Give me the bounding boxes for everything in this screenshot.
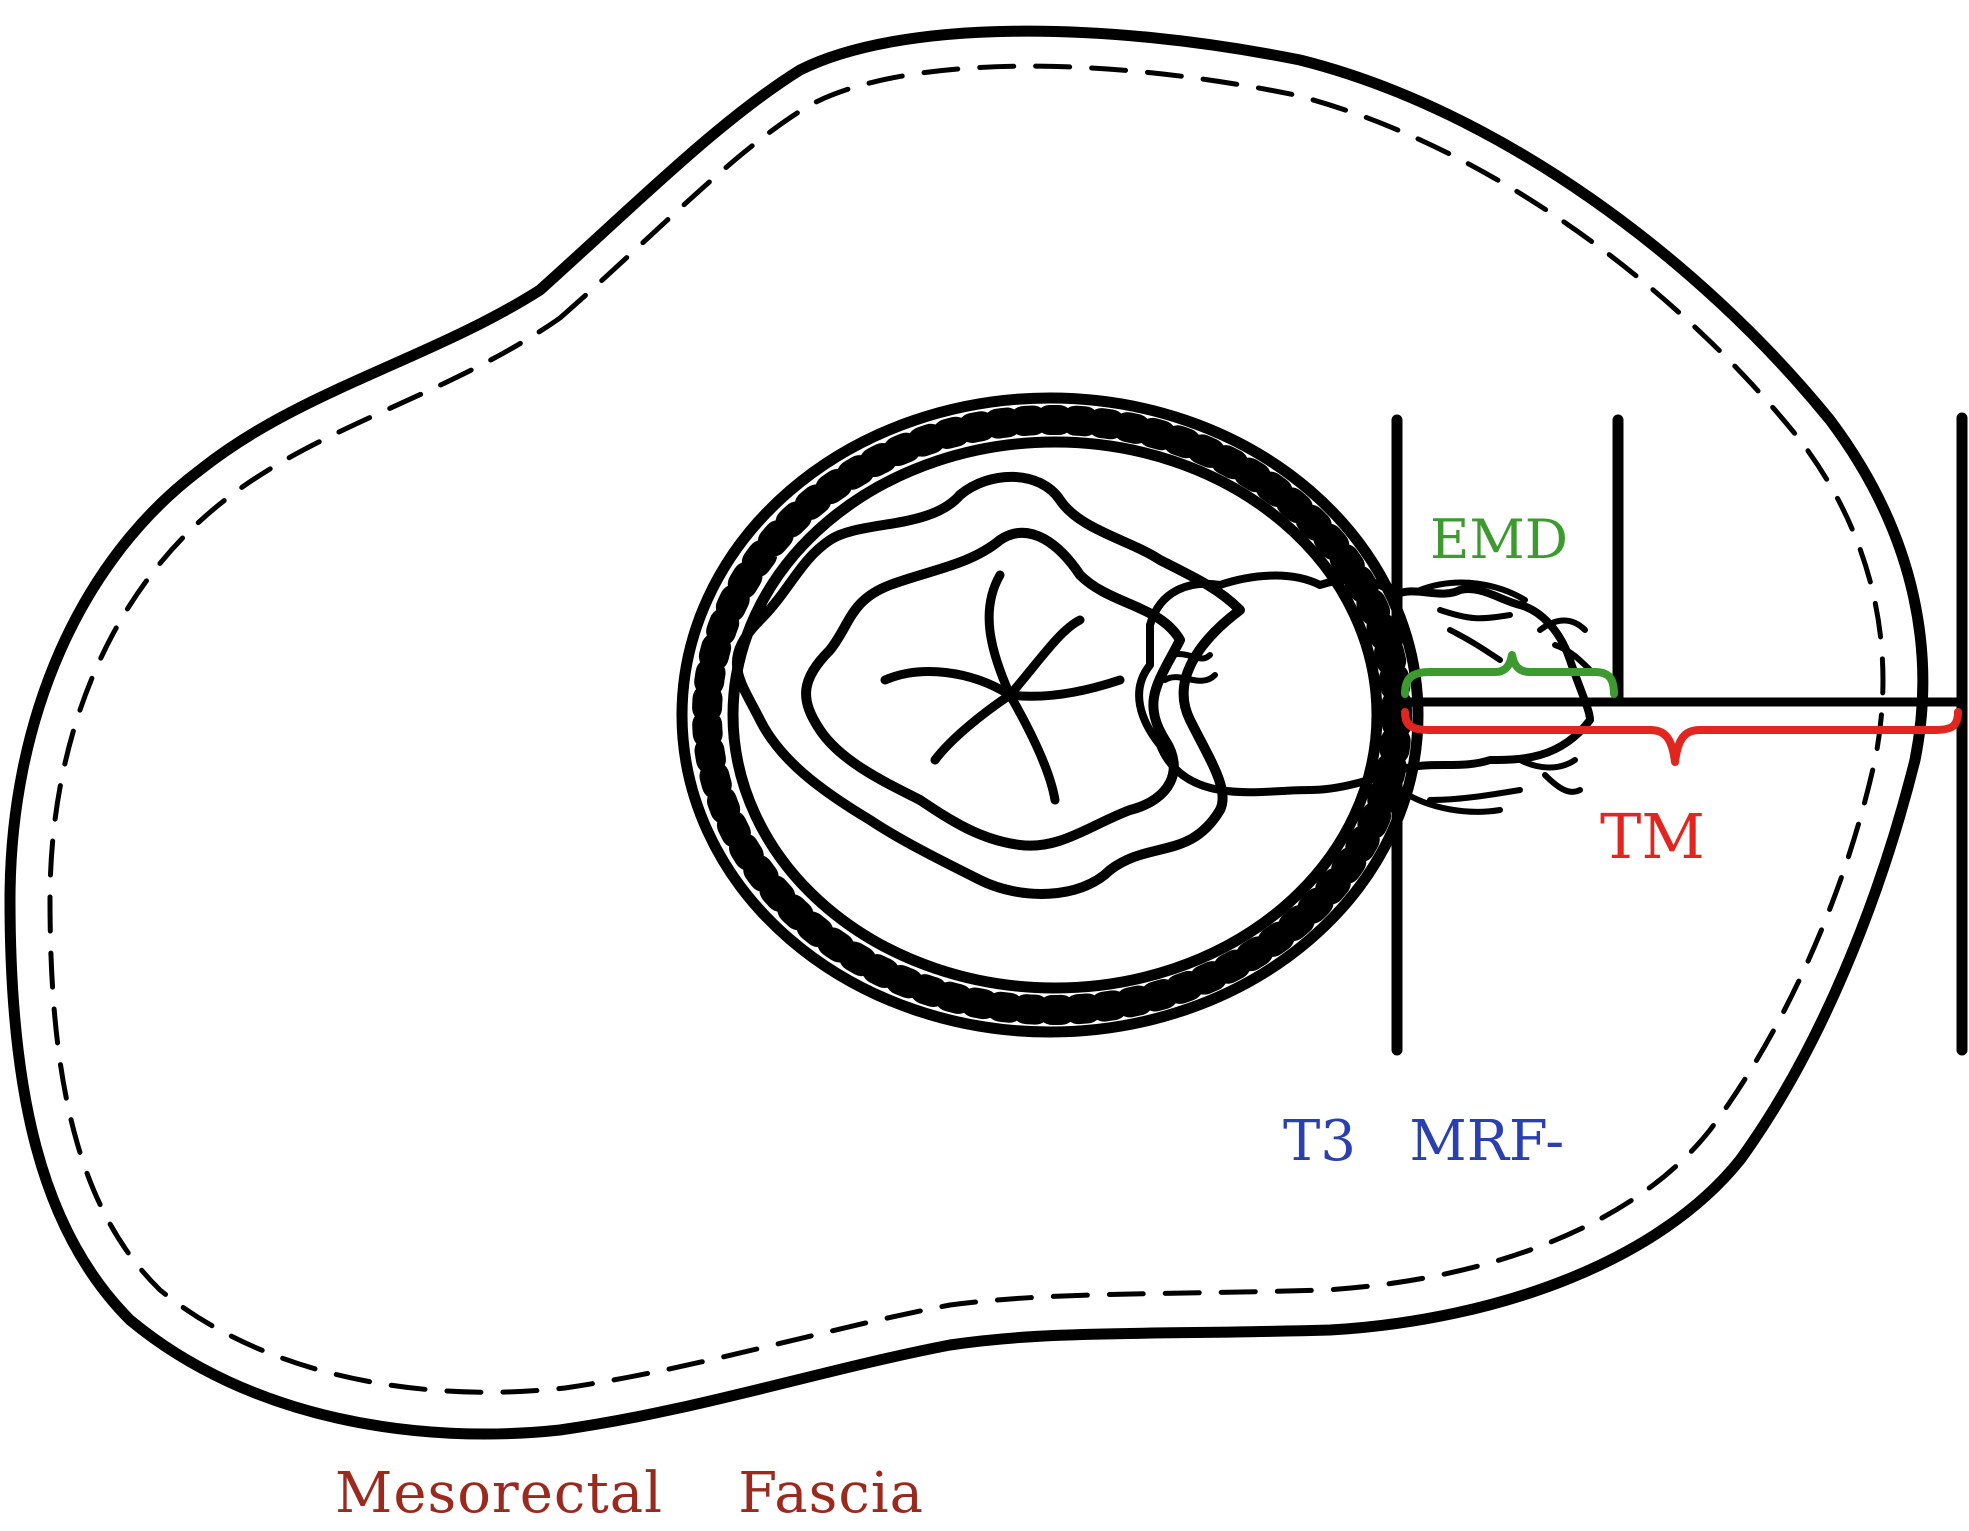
tumor-spiculations <box>1162 579 1593 815</box>
tm-bracket <box>1401 708 1962 766</box>
tumor-mass <box>1135 571 1594 797</box>
mucosa-outer-fold <box>731 471 1245 899</box>
tm-label: TM <box>1600 800 1705 873</box>
mesorectal-fascia-outline <box>4 25 1929 1440</box>
rectal-wall-inner-ring <box>727 436 1383 994</box>
stage-label: T3 MRF- <box>1283 1109 1564 1174</box>
emd-label: EMD <box>1430 508 1568 571</box>
lumen-star <box>880 570 1125 805</box>
fascia-label: Mesorectal Fascia <box>335 1461 924 1526</box>
emd-bracket <box>1401 651 1618 698</box>
mesorectal-fascia-dashed-line <box>47 63 1886 1395</box>
rectal-wall-outer-ring <box>676 392 1424 1038</box>
